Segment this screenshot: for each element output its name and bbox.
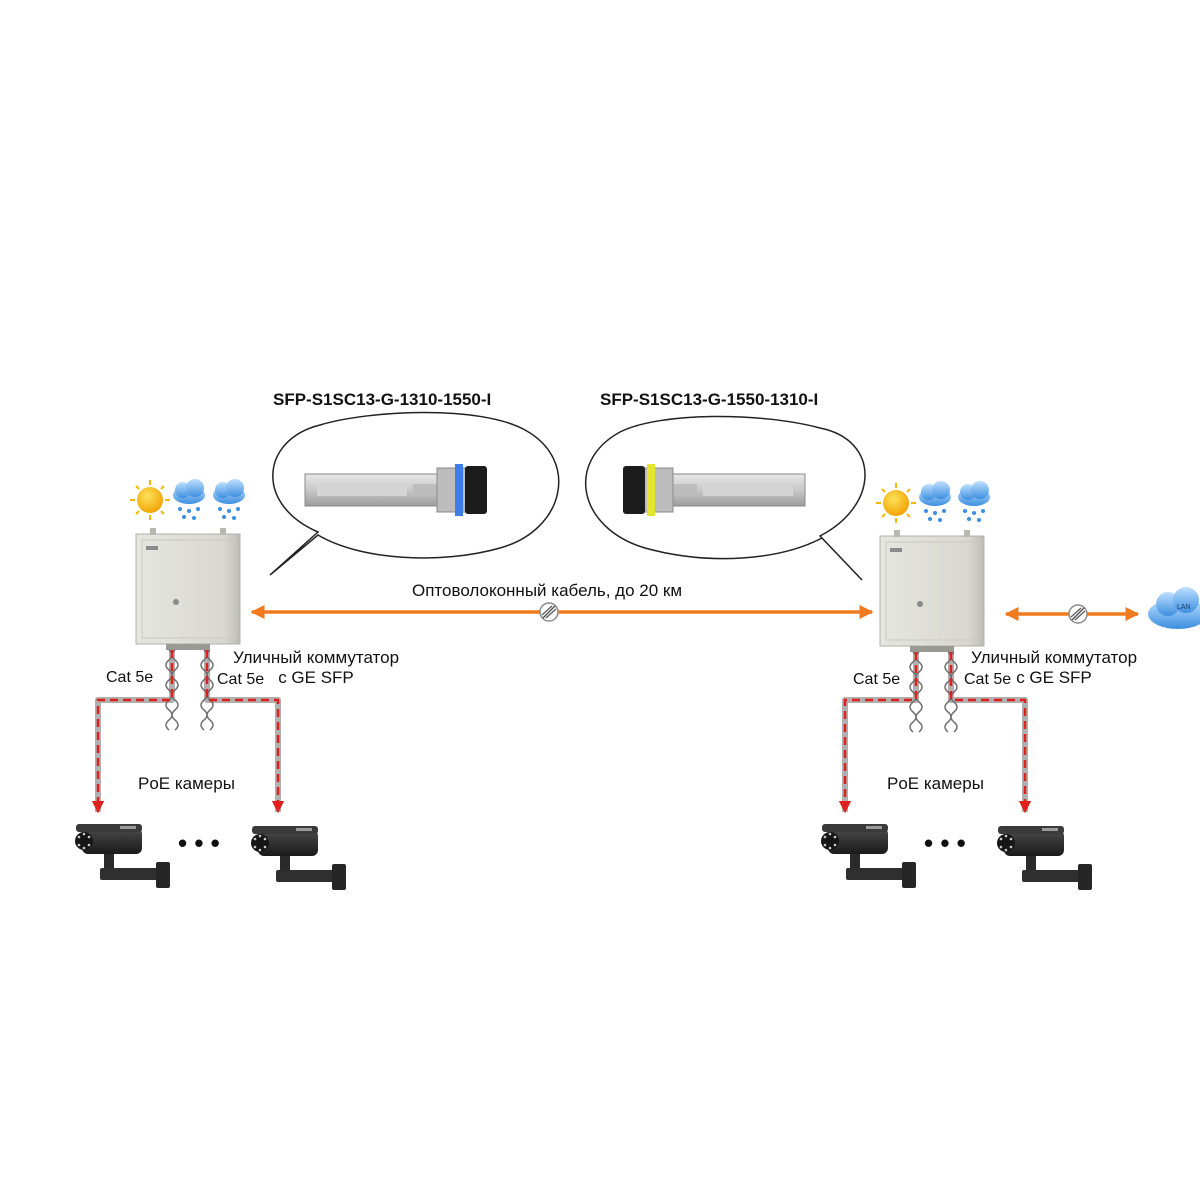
right-transceiver-bubble: [584, 415, 866, 581]
ip-camera-icon: [821, 824, 916, 888]
right-switch-label: Уличный коммутатор с GE SFP: [964, 648, 1144, 688]
left-cable-label-2: Cat 5e: [217, 671, 265, 688]
rain-cloud-icon: [213, 479, 245, 520]
fiber-cable-label: Оптоволоконный кабель, до 20 км: [412, 581, 683, 600]
rain-cloud-icon: [173, 479, 205, 520]
left-switch-line2: с GE SFP: [278, 668, 354, 687]
right-cable-label-1: Cat 5e: [853, 671, 901, 688]
left-cable-run: [91, 649, 285, 814]
ip-camera-icon: [75, 824, 170, 888]
outdoor-enclosure-icon: [879, 529, 985, 653]
left-transceiver-bubble: [269, 411, 560, 576]
ip-camera-icon: [997, 826, 1092, 890]
left-switch-line1: Уличный коммутатор: [232, 648, 400, 667]
coupler-icon: [539, 602, 559, 622]
left-switch-label: Уличный коммутатор с GE SFP: [226, 648, 406, 688]
right-cable-label-2: Cat 5e: [964, 671, 1012, 688]
left-cable-label-1: Cat 5e: [106, 669, 154, 686]
sun-icon: [129, 479, 171, 521]
right-transceiver-model: SFP-S1SC13-G-1550-1310-I: [600, 390, 819, 409]
outdoor-enclosure-icon: [135, 527, 241, 651]
left-transceiver-model: SFP-S1SC13-G-1310-1550-I: [273, 390, 492, 409]
right-cameras-label: PoE камеры: [887, 774, 984, 793]
right-switch-line1: Уличный коммутатор: [970, 648, 1138, 667]
right-switch-line2: с GE SFP: [1016, 668, 1092, 687]
left-cameras-label: PoE камеры: [138, 774, 235, 793]
rain-cloud-icon: [958, 481, 990, 522]
lan-cloud-icon: [1148, 587, 1200, 629]
sun-icon: [875, 482, 917, 524]
sfp-module-icon: [623, 464, 806, 516]
right-more-cameras-ellipsis: • • •: [924, 828, 966, 858]
left-more-cameras-ellipsis: • • •: [178, 828, 220, 858]
rain-cloud-icon: [919, 481, 951, 522]
ip-camera-icon: [251, 826, 346, 890]
coupler-icon: [1068, 604, 1088, 624]
lan-cloud-label: LAN: [1177, 604, 1191, 611]
right-cable-run: [838, 651, 1032, 814]
